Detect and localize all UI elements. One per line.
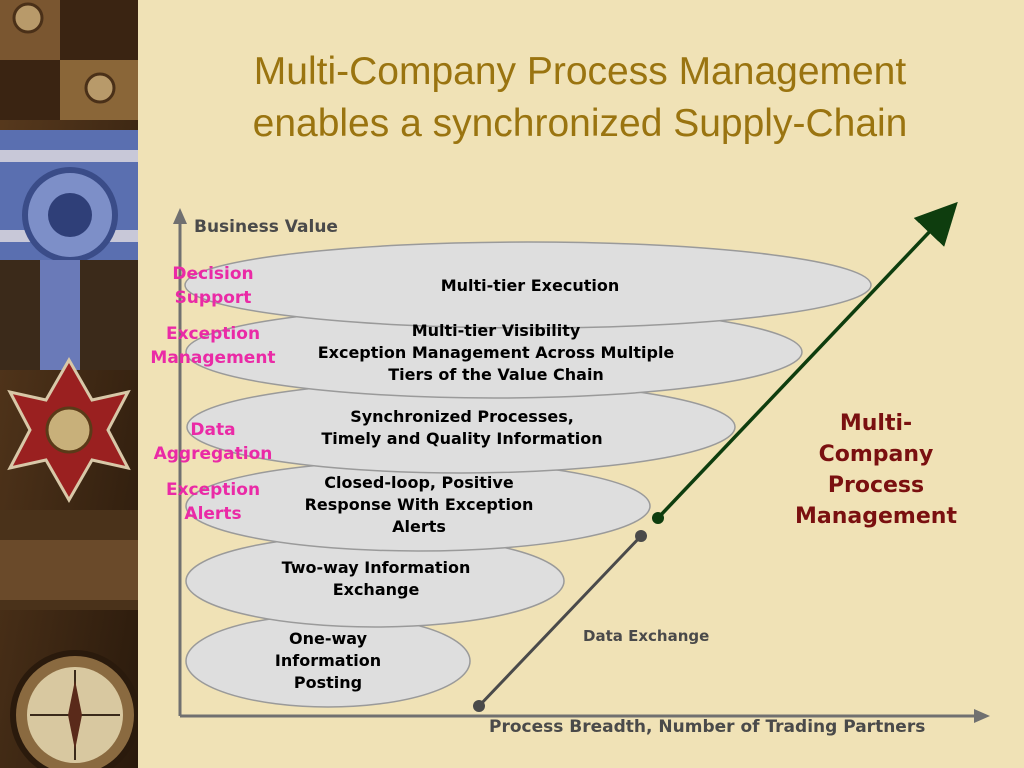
tier-line: Multi-tier Visibility [411,321,581,340]
tier-text-multi-tier-visibility: Multi-tier Visibility Exception Manageme… [286,320,706,386]
mcpm-start-point [652,512,664,524]
tier-ellipse-execution [184,241,872,329]
tier-line: Multi-tier Execution [440,276,620,295]
tier-text-synchronized: Synchronized Processes, Timely and Quali… [296,406,628,450]
tier-line: Posting [293,673,363,692]
tier-line: One-way [289,629,367,648]
data-exchange-start-point [473,700,485,712]
tier-line: Exception Management Across Multiple [317,343,675,362]
tier-text-closed-loop: Closed-loop, Positive Response With Exce… [288,472,550,538]
tier-line: Closed-loop, Positive [324,473,514,492]
side-label-decision-support: Decision Support [172,264,254,308]
side-label-exception-alerts: Exception Alerts [165,480,261,524]
tier-line: Timely and Quality Information [321,429,603,448]
y-axis-arrowhead [173,208,187,224]
button-icon [84,72,116,104]
slide-title: Multi-Company Process Management enables… [160,46,1000,150]
tier-text-two-way: Two-way Information Exchange [266,557,486,601]
tier-text-one-way: One-way Information Posting [258,628,398,694]
data-exchange-end-point [635,530,647,542]
y-axis-label: Business Value [194,217,338,237]
tier-text-multi-tier-execution: Multi-tier Execution [430,275,630,297]
data-exchange-line [477,534,643,708]
title-line-2: enables a synchronized Supply-Chain [252,102,908,145]
tier-line: Synchronized Processes, [350,407,574,426]
tier-line: Tiers of the Value Chain [388,365,604,384]
side-label-exception-management: Exception Management [150,324,276,368]
decorative-medal-collage [0,0,138,768]
title-line-1: Multi-Company Process Management [253,50,907,93]
cross-medal-icon [7,356,131,504]
x-axis-label: Process Breadth, Number of Trading Partn… [489,717,926,737]
button-icon [12,2,44,34]
x-axis-arrowhead [974,709,990,723]
tier-line: Response With Exception [304,495,534,514]
compass-icon [10,650,138,768]
mcpm-line [656,201,958,520]
tier-line: Alerts [392,517,446,536]
mcpm-label: Multi- Company Process Management [795,411,957,529]
data-exchange-label: Data Exchange [583,627,710,645]
tier-line: Exchange [332,580,420,599]
tier-line: Information [274,651,382,670]
side-label-data-aggregation: Data Aggregation [153,420,273,464]
tier-line: Two-way Information [281,558,471,577]
